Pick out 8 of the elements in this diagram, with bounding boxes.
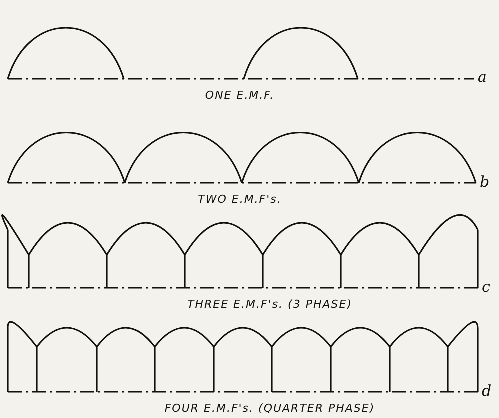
waveform-caption: TWO E.M.F's. bbox=[198, 194, 282, 205]
row-letter: b bbox=[480, 175, 490, 190]
row-letter: c bbox=[482, 280, 490, 295]
waveform-caption: FOUR E.M.F's. (QUARTER PHASE) bbox=[164, 403, 376, 414]
row-letter: d bbox=[482, 384, 492, 399]
row-letter: a bbox=[478, 70, 487, 85]
waveform-caption: THREE E.M.F's. (3 PHASE) bbox=[188, 299, 352, 310]
waveform-caption: ONE E.M.F. bbox=[205, 90, 275, 101]
